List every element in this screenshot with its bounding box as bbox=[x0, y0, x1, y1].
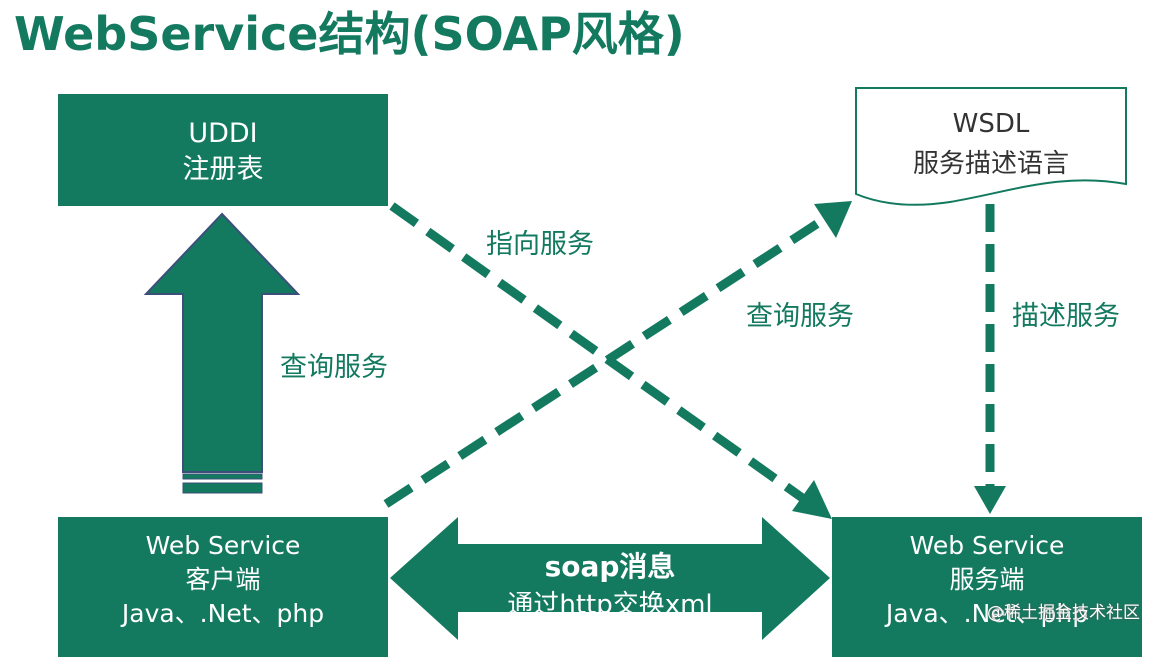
watermark: @稀土掘金技术社区 bbox=[987, 603, 1140, 623]
server-label: Web Service bbox=[909, 531, 1065, 560]
uddi-sublabel: 注册表 bbox=[182, 154, 264, 185]
query-service-label-right: 查询服务 bbox=[746, 301, 854, 332]
query-up-arrow bbox=[143, 212, 301, 494]
page-title: WebService结构(SOAP风格) bbox=[14, 7, 685, 61]
soap-double-arrow bbox=[390, 517, 830, 640]
soap-title: soap消息 bbox=[544, 550, 676, 583]
wsdl-label: WSDL bbox=[952, 109, 1030, 139]
describe-service-arrow bbox=[974, 204, 1006, 514]
client-box: Web Service 客户端 Java、.Net、php bbox=[58, 517, 388, 657]
server-langs: Java、.Net、php bbox=[885, 599, 1089, 628]
soap-message-text: soap消息 通过http交换xml bbox=[460, 548, 760, 624]
wsdl-sublabel: 服务描述语言 bbox=[912, 149, 1069, 179]
soap-subtitle: 通过http交换xml bbox=[507, 590, 713, 620]
query-wsdl-arrow bbox=[383, 201, 852, 508]
uddi-registry-box: UDDI 注册表 bbox=[58, 94, 388, 206]
point-service-label: 指向服务 bbox=[486, 229, 594, 260]
diagram-canvas bbox=[143, 87, 1127, 640]
uddi-label: UDDI bbox=[188, 118, 258, 149]
server-sublabel: 服务端 bbox=[949, 565, 1025, 594]
wsdl-box: WSDL 服务描述语言 bbox=[856, 104, 1126, 184]
client-langs: Java、.Net、php bbox=[121, 599, 325, 628]
wsdl-document-shape bbox=[855, 87, 1127, 206]
describe-service-label: 描述服务 bbox=[1012, 301, 1120, 332]
server-box: Web Service 服务端 Java、.Net、php bbox=[832, 517, 1142, 657]
query-service-label-left: 查询服务 bbox=[280, 352, 388, 383]
point-service-arrow bbox=[389, 202, 832, 519]
client-label: Web Service bbox=[145, 531, 301, 560]
client-sublabel: 客户端 bbox=[185, 565, 261, 594]
